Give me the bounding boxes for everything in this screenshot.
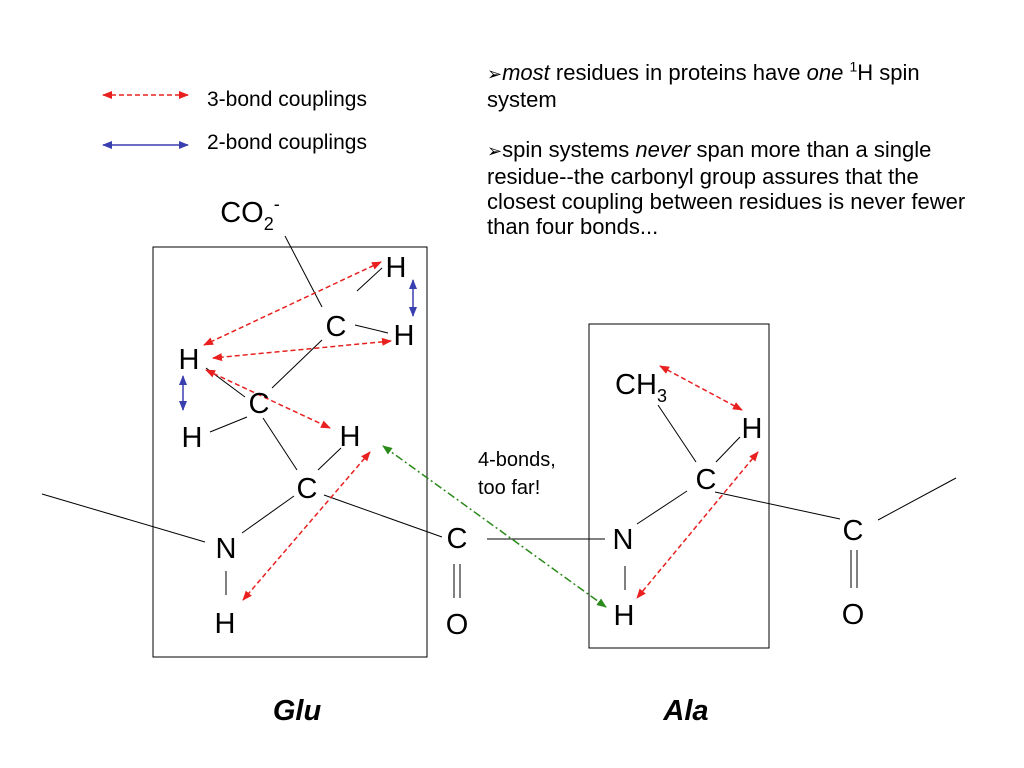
glu-atoms: CO2- H C H H C H H C N H C O: [179, 194, 469, 641]
bullet-arrow-icon: ➢: [487, 64, 503, 84]
glu-o: O: [446, 609, 469, 641]
glu-h-gamma-right: H: [394, 320, 415, 352]
glu-h-beta-low: H: [182, 422, 203, 454]
glu-residue-name: Glu: [273, 695, 322, 727]
glu-h-beta-left: H: [179, 344, 200, 376]
bonds: [41, 235, 957, 598]
coupling-hbeta-halpha: [205, 369, 331, 429]
legend-3bond-label: 3-bond couplings: [207, 88, 367, 111]
coupling-ch3-halpha-ala: [659, 365, 743, 411]
glu-c-carbonyl: C: [447, 523, 468, 555]
glu-c-gamma: C: [326, 311, 347, 343]
ala-h-n: H: [614, 600, 635, 632]
coupling-hgamma-hbeta: [203, 261, 382, 346]
two-bond-couplings: [179, 279, 417, 411]
ala-ch3-label: CH3: [615, 369, 667, 406]
bullet-notes: ➢most residues in proteins have one 1H s…: [487, 60, 982, 264]
glu-co2-label: CO2-: [220, 194, 280, 234]
four-bond-note-line1: 4-bonds,: [478, 449, 556, 471]
legend-2bond-label: 2-bond couplings: [207, 131, 367, 154]
bullet-two: ➢spin systems never span more than a sin…: [487, 137, 966, 239]
coupling-halpha-hn-glu: [242, 451, 371, 601]
four-bond-coupling: [382, 445, 607, 608]
coupling-hgamma-hbeta-2: [212, 337, 392, 362]
four-bond-note-line2: too far!: [478, 477, 540, 499]
glu-h-alpha: H: [340, 421, 361, 453]
glu-h-n: H: [215, 608, 236, 640]
ala-c-alpha: C: [696, 464, 717, 496]
glu-c-alpha: C: [297, 473, 318, 505]
ala-c-carbonyl: C: [843, 515, 864, 547]
ala-o: O: [842, 599, 865, 631]
ala-n: N: [613, 524, 634, 556]
glu-h-gamma-top: H: [386, 252, 407, 284]
ala-residue-name: Ala: [662, 695, 708, 727]
ala-atoms: CH3 H C N H C O: [613, 369, 865, 632]
glu-n: N: [216, 533, 237, 565]
three-bond-couplings: [203, 261, 759, 601]
glu-c-beta: C: [249, 388, 270, 420]
bullet-arrow-icon: ➢: [487, 141, 503, 161]
ala-h-alpha: H: [742, 413, 763, 445]
bullet-one: ➢most residues in proteins have one 1H s…: [487, 58, 920, 112]
